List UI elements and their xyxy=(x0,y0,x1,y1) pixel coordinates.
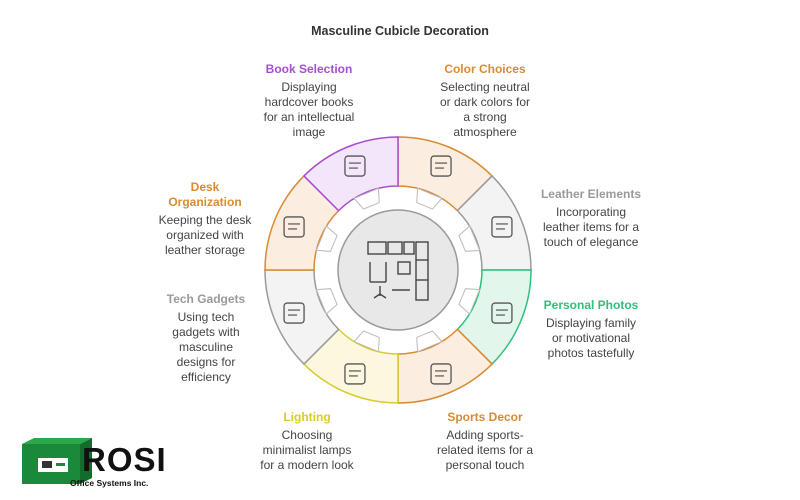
palette-icon xyxy=(430,155,452,177)
photo-frame-icon xyxy=(491,302,513,324)
segment-book-selection xyxy=(302,136,399,212)
segment-tab xyxy=(458,288,481,315)
label-sports-decor: Sports Decor Adding sports-related items… xyxy=(420,410,550,473)
page-title: Masculine Cubicle Decoration xyxy=(311,24,489,38)
segment-head: Color Choices xyxy=(444,62,526,76)
segment-tab xyxy=(315,225,338,252)
segment-tab xyxy=(315,288,338,315)
segment-head: Sports Decor xyxy=(447,410,523,424)
segment-head: Personal Photos xyxy=(543,298,639,312)
logo-subtitle: Office Systems Inc. xyxy=(70,478,149,488)
segment-tab xyxy=(353,187,380,210)
cubicle-layout-icon xyxy=(367,241,429,301)
computer-icon xyxy=(283,302,305,324)
segment-head: Lighting xyxy=(283,410,331,424)
armchair-icon xyxy=(491,216,513,238)
segment-tab xyxy=(353,330,380,353)
desk-organizer-icon xyxy=(283,216,305,238)
segment-tab xyxy=(458,225,481,252)
segment-head: Leather Elements xyxy=(540,187,642,201)
bookshelf-icon xyxy=(344,155,366,177)
office-cubicle-logo-icon xyxy=(22,438,92,484)
segment-tab xyxy=(416,187,443,210)
segment-head: Tech Gadgets xyxy=(166,292,246,306)
segment-head: Book Selection xyxy=(265,62,353,76)
basketball-icon xyxy=(430,363,452,385)
segment-tab xyxy=(416,330,443,353)
lamp-icon xyxy=(344,363,366,385)
logo-name: ROSI xyxy=(82,441,167,478)
